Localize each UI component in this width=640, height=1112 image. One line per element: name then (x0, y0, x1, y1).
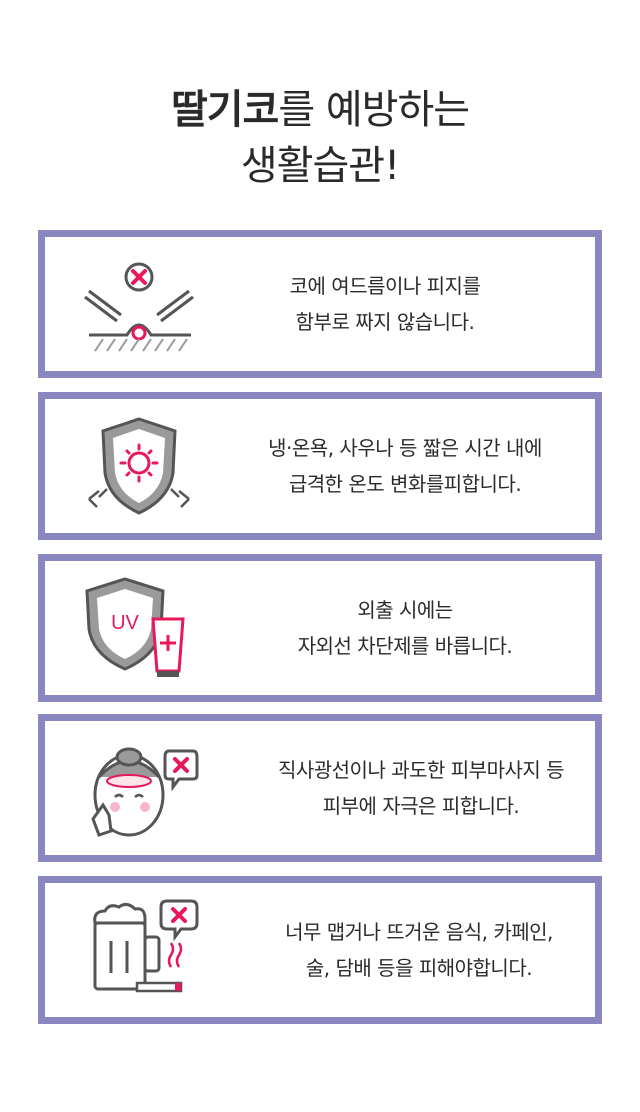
beer-cigarette-prohibited-icon (79, 897, 199, 1003)
habit-line: 급격한 온도 변화를피합니다. (288, 472, 522, 496)
habit-line: 코에 여드름이나 피지를 (289, 274, 481, 298)
habit-card-2: 냉·온욕, 사우나 등 짧은 시간 내에 급격한 온도 변화를피합니다. (38, 392, 602, 540)
title-rest: 를 예방하는 (278, 87, 470, 133)
habit-card-1: 코에 여드름이나 피지를 함부로 짜지 않습니다. (38, 230, 602, 378)
habit-card-3: UV 외출 시에는 자외선 차단제를 바릅니다. (38, 554, 602, 702)
habit-line: 피부에 자극은 피합니다. (322, 794, 520, 818)
habit-text-2: 냉·온욕, 사우나 등 짧은 시간 내에 급격한 온도 변화를피합니다. (225, 399, 585, 533)
habit-line: 자외선 차단제를 바릅니다. (297, 634, 513, 658)
habit-line: 외출 시에는 (357, 598, 453, 622)
habit-line: 술, 담배 등을 피해야합니다. (305, 956, 533, 980)
habit-card-4: 직사광선이나 과도한 피부마사지 등 피부에 자극은 피합니다. (38, 714, 602, 862)
squeeze-pimple-prohibited-icon (79, 251, 199, 357)
habit-line: 냉·온욕, 사우나 등 짧은 시간 내에 (268, 436, 542, 460)
face-massage-prohibited-icon (79, 735, 199, 841)
uv-sunscreen-icon: UV (79, 575, 199, 681)
habit-text-3: 외출 시에는 자외선 차단제를 바릅니다. (255, 561, 555, 695)
habit-text-1: 코에 여드름이나 피지를 함부로 짜지 않습니다. (225, 237, 545, 371)
title-line2: 생활습관! (240, 143, 400, 189)
title-highlight: 딸기코 (170, 87, 279, 133)
habit-card-5: 너무 맵거나 뜨거운 음식, 카페인, 술, 담배 등을 피해야합니다. (38, 876, 602, 1024)
habit-line: 너무 맵거나 뜨거운 음식, 카페인, (285, 920, 553, 944)
habit-line: 직사광선이나 과도한 피부마사지 등 (277, 758, 565, 782)
habit-line: 함부로 짜지 않습니다. (295, 310, 475, 334)
habit-text-4: 직사광선이나 과도한 피부마사지 등 피부에 자극은 피합니다. (241, 721, 601, 855)
habit-text-5: 너무 맵거나 뜨거운 음식, 카페인, 술, 담배 등을 피해야합니다. (241, 883, 597, 1017)
temperature-shield-icon (79, 413, 199, 519)
page-title: 딸기코를 예방하는 생활습관! (0, 82, 640, 194)
uv-label: UV (111, 612, 139, 634)
